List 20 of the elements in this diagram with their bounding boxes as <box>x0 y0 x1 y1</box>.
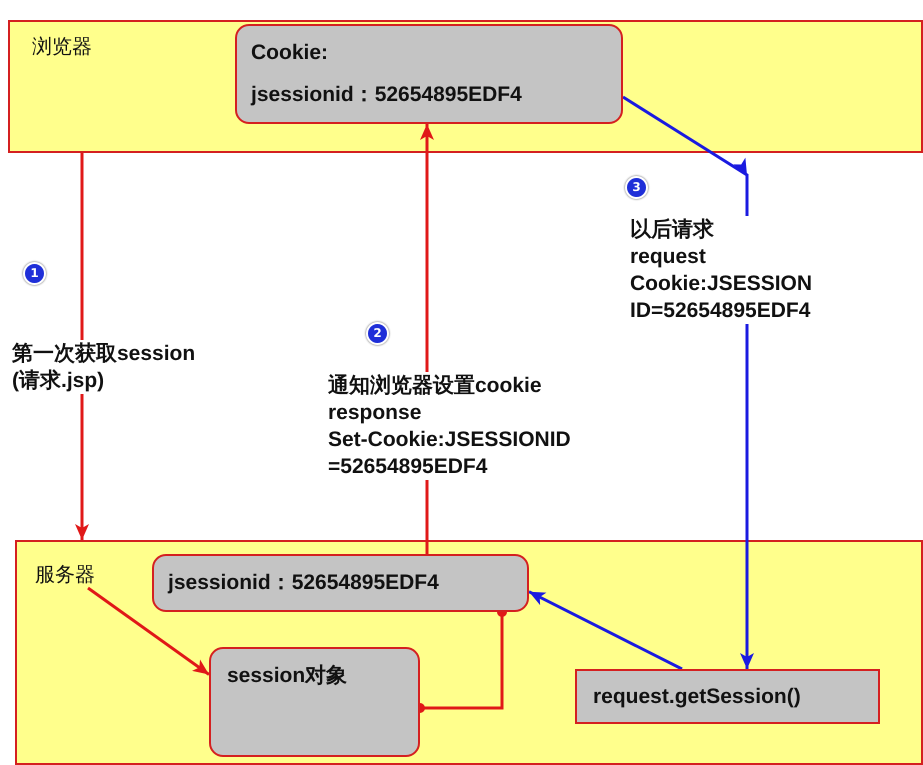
box-text: session对象 <box>227 663 348 689</box>
band-title: 服务器 <box>35 563 95 588</box>
box-text: jsessionid：52654895EDF4 <box>168 570 439 596</box>
step-number: 3 <box>625 176 648 199</box>
cookie-box <box>235 24 623 124</box>
arrow <box>75 153 89 540</box>
box-text: request.getSession() <box>593 684 801 710</box>
session-id-box <box>152 554 529 612</box>
server-band <box>15 540 923 765</box>
browser-band <box>8 20 923 153</box>
box-text: jsessionid：52654895EDF4 <box>251 82 522 108</box>
request-box <box>575 669 880 724</box>
arrow <box>420 124 434 554</box>
box-text: Cookie: <box>251 40 328 66</box>
arrow <box>528 590 683 670</box>
arrow <box>87 586 210 676</box>
band-title: 浏览器 <box>32 35 92 60</box>
step-number: 2 <box>366 322 389 345</box>
step-number: 1 <box>23 262 46 285</box>
session-object-box <box>209 647 420 757</box>
